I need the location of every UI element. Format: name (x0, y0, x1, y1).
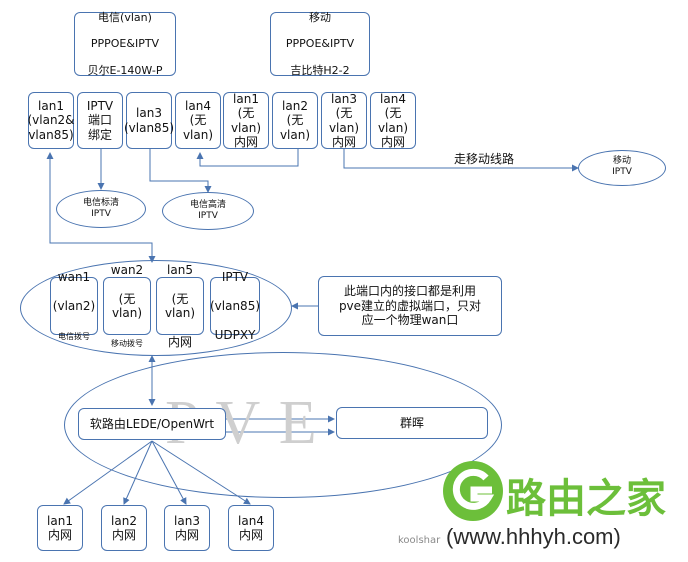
telecom-hd-iptv-ellipse (162, 192, 254, 230)
mobile-isp-protocol: PPPOE&IPTV (285, 37, 355, 51)
virtual-port-wan2-name: wan2 (110, 262, 144, 277)
telecom-isp-box: 电信(vlan) PPPOE&IPTV 贝尔E-140W-P (74, 11, 176, 77)
virtual-port-wan2-vlan: (无vlan) (111, 291, 143, 320)
mobile-isp-model: 吉比特H2-2 (290, 63, 350, 77)
mobile-isp-box: 移动 PPPOE&IPTV 吉比特H2-2 (270, 11, 370, 77)
mobile-isp-title: 移动 (309, 11, 331, 25)
telecom-port-lan1: lan1 (vlan2& vlan85) (27, 92, 75, 149)
virtual-port-wan1-name: wan1 (57, 270, 91, 285)
brand-logo-icon (443, 461, 503, 521)
virtual-port-note: 此端口内的接口都是利用 pve建立的虚拟端口，只对 应一个物理wan口 (318, 276, 502, 336)
telecom-sd-iptv-label: 电信标清 IPTV (82, 198, 119, 219)
lan-port-3: lan3 内网 (164, 505, 210, 551)
lan-port-2: lan2 内网 (101, 505, 147, 551)
virtual-port-iptv-vlan: (vlan85) (209, 298, 261, 313)
virtual-port-iptv: IPTV (vlan85) UDPXY (209, 270, 261, 342)
lan-port-4: lan4 内网 (228, 505, 274, 551)
mobile-port-lan4: lan4 (无vlan) 内网 (370, 92, 416, 149)
brand-url: (www.hhhyh.com) (446, 524, 621, 549)
telecom-port-lan4: lan4 (无vlan) (175, 92, 221, 149)
telecom-isp-protocol: PPPOE&IPTV (90, 37, 160, 51)
telecom-port-lan3: lan3 (vlan85) (124, 92, 174, 149)
soft-router-box: 软路由LEDE/OpenWrt (78, 408, 226, 440)
virtual-port-lan5-name: lan5 (167, 262, 193, 277)
telecom-port-iptv: IPTV 端口 绑定 (77, 92, 123, 149)
virtual-port-wan1-note: 电信拨号 (58, 331, 90, 341)
pve-ellipse (64, 352, 502, 498)
mobile-port-lan1: lan1 (无vlan) 内网 (223, 92, 269, 149)
virtual-port-wan2: wan2 (无vlan) 移动拨号 (103, 263, 151, 348)
virtual-port-wan2-note: 移动拨号 (111, 338, 143, 348)
virtual-port-group-ellipse (20, 260, 292, 356)
virtual-port-wan1-vlan: (vlan2) (52, 298, 96, 313)
mobile-route-label: 走移动线路 (454, 152, 515, 166)
telecom-isp-title: 电信(vlan) (98, 11, 152, 25)
brand-name: 路由之家 (506, 476, 666, 522)
koolshare-watermark: koolshar (398, 535, 441, 546)
nas-box: 群晖 (336, 407, 488, 439)
mobile-iptv-ellipse (578, 150, 666, 186)
telecom-sd-iptv-ellipse (56, 190, 146, 228)
virtual-port-iptv-name: IPTV (221, 270, 249, 285)
mobile-port-lan2: lan2 (无vlan) (272, 92, 318, 149)
virtual-port-iptv-note: UDPXY (214, 327, 256, 342)
virtual-port-lan5-vlan: (无vlan) (164, 291, 196, 320)
virtual-port-lan5: lan5 (无vlan) 内网 (156, 263, 204, 349)
virtual-port-wan1: wan1 (vlan2) 电信拨号 (50, 270, 98, 341)
mobile-port-lan3: lan3 (无vlan) 内网 (321, 92, 367, 149)
telecom-isp-model: 贝尔E-140W-P (87, 63, 163, 77)
mobile-iptv-label: 移动 IPTV (612, 156, 632, 177)
virtual-port-lan5-note: 内网 (167, 334, 192, 349)
lan-port-1: lan1 内网 (37, 505, 83, 551)
telecom-hd-iptv-label: 电信高清 IPTV (189, 200, 226, 221)
